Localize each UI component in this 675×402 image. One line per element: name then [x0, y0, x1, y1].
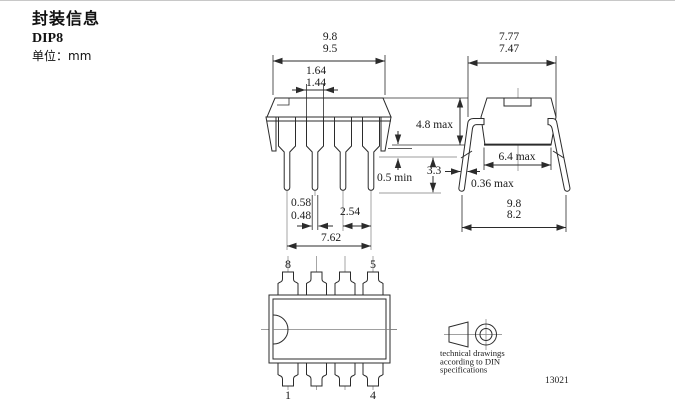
- side-view: 7.77 7.47 6.4 max 0.36 max 9.8: [445, 31, 571, 232]
- unit-label: 单位：mm: [32, 49, 92, 63]
- dim-standoff: 0.5 min: [377, 131, 412, 184]
- dim-text-1-64: 1.64: [306, 65, 326, 77]
- dim-text-span-8-2: 8.2: [507, 209, 522, 221]
- dim-lead-span: 9.8 8.2: [461, 195, 567, 232]
- dim-text-0-48: 0.48: [291, 210, 311, 222]
- dim-text-span-9-8: 9.8: [507, 198, 522, 210]
- pin1-corner-mark: [277, 98, 290, 106]
- din-note-line-1: technical drawings: [440, 348, 505, 358]
- dim-text-3-3: 3.3: [427, 165, 442, 177]
- front-body-left-tab: [265, 116, 277, 152]
- dim-text-7-47: 7.47: [499, 43, 519, 55]
- package-name: DIP8: [32, 31, 64, 46]
- top-view-pins-bottom: [277, 362, 384, 387]
- frustum-icon: [448, 321, 469, 348]
- front-view: 9.8 9.5 1.64 1.44 4.8 max: [265, 31, 468, 250]
- dim-text-7-77: 7.77: [499, 31, 519, 43]
- dim-text-0-58: 0.58: [291, 197, 311, 209]
- top-body-outer: [268, 294, 391, 364]
- top-view: 8 5 1 4: [261, 256, 397, 402]
- front-body-right-tab: [380, 116, 392, 152]
- pin-label-1: 1: [285, 388, 291, 402]
- front-body: [266, 97, 392, 118]
- top-body-inner: [272, 298, 387, 360]
- dim-text-9-5: 9.5: [323, 43, 338, 55]
- pin-label-5: 5: [370, 257, 376, 271]
- pin-label-4: 4: [370, 388, 376, 402]
- dim-text-7-62: 7.62: [321, 232, 341, 244]
- projection-circle-inner: [479, 328, 493, 341]
- projection-symbol: [444, 319, 502, 350]
- dim-text-1-44: 1.44: [306, 77, 326, 89]
- dim-body-bottom-width: 6.4 max: [483, 147, 552, 170]
- dim-text-2-54: 2.54: [340, 206, 360, 218]
- dim-lead-pitch: 2.54: [340, 206, 371, 230]
- top-view-pins-top: [277, 271, 384, 296]
- front-view-centerlines: [286, 101, 372, 250]
- projection-circle-outer: [475, 323, 497, 346]
- din-note-line-3: specifications: [440, 365, 488, 375]
- dim-text-9-8: 9.8: [323, 31, 338, 43]
- dim-row-span: 7.62: [287, 232, 371, 250]
- dim-text-0-5-min: 0.5 min: [377, 172, 412, 184]
- din-note: technical drawings according to DIN spec…: [440, 348, 505, 375]
- dim-lead-width: 0.58 0.48: [291, 195, 333, 230]
- pin1-index-notch: [273, 314, 289, 345]
- dim-lead-thickness: 0.36 max: [445, 168, 514, 190]
- dim-body-width: 9.8 9.5: [272, 31, 386, 95]
- din-note-line-2: according to DIN: [440, 356, 501, 366]
- dim-body-height: 4.8 max: [383, 97, 468, 146]
- pin-label-8: 8: [285, 257, 291, 271]
- front-view-pins: [278, 116, 380, 191]
- page-title: 封装信息: [32, 9, 101, 28]
- dim-text-0-36-max: 0.36 max: [471, 178, 514, 190]
- dim-shoulder-width: 1.64 1.44: [292, 65, 338, 119]
- side-body-notch: [503, 97, 532, 107]
- side-body: [480, 97, 557, 146]
- document-number: 13021: [545, 376, 569, 386]
- side-lead-left: [458, 118, 485, 192]
- dim-lead-length: 3.3: [379, 156, 457, 194]
- dim-body-depth: 7.77 7.47: [467, 31, 557, 117]
- dim-text-6-4-max: 6.4 max: [498, 151, 535, 163]
- dim-text-4-8-max: 4.8 max: [416, 119, 453, 131]
